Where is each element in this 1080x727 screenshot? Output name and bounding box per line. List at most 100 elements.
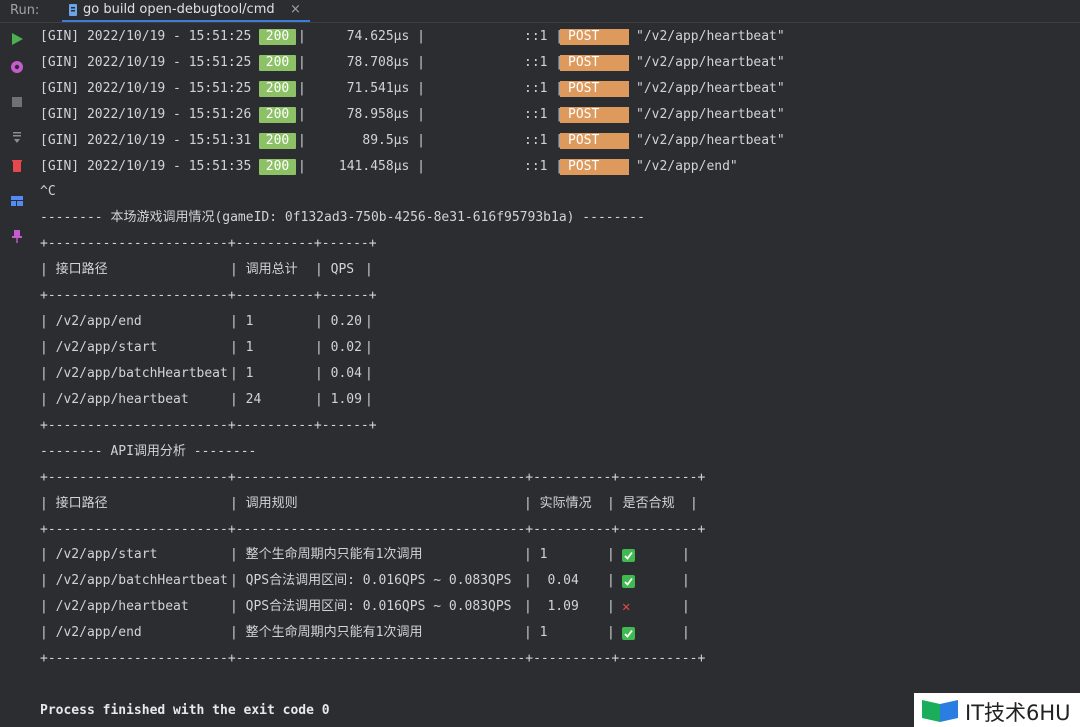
watermark: IT技术6HU [914, 693, 1080, 727]
table-border: +-----------------------+----------+----… [40, 236, 377, 251]
row-separator: | [607, 573, 615, 588]
log-row: [GIN] 2022/10/19 - 15:51:25 |200|71.541µ… [40, 79, 800, 99]
log-path: "/v2/app/heartbeat" [636, 29, 785, 44]
row-total: | 1 [230, 366, 254, 381]
stop-icon[interactable] [9, 94, 25, 110]
row-actual: | 1.09 [524, 599, 579, 614]
log-client-ip: ::1 | [524, 107, 564, 122]
table-border: +-----------------------+---------------… [40, 470, 706, 485]
analysis-header: -------- API调用分析 -------- [40, 444, 257, 459]
row-total: | 1 [230, 340, 254, 355]
header-actual: | 实际情况 [524, 496, 592, 511]
table-row: | /v2/app/end| 整个生命周期内只能有1次调用| 1|| [40, 623, 740, 643]
log-row: [GIN] 2022/10/19 - 15:51:35 |200|141.458… [40, 157, 800, 177]
header-qps: | QPS [315, 262, 355, 277]
console-output: [GIN] 2022/10/19 - 15:51:25 |200|74.625µ… [40, 23, 1070, 727]
trash-icon[interactable] [9, 158, 25, 174]
row-rule: | QPS合法调用区间: 0.016QPS ~ 0.083QPS [230, 599, 512, 614]
cross-icon: ✕ [622, 599, 631, 615]
table-row: | /v2/app/start| 1| 0.02| [40, 338, 440, 358]
settings-icon[interactable] [9, 59, 25, 75]
pin-icon[interactable] [9, 228, 25, 244]
header-path: | 接口路径 [40, 262, 108, 277]
row-end: | [365, 366, 373, 381]
watermark-text: IT技术6HU [965, 701, 1071, 725]
row-path: | /v2/app/start [40, 340, 158, 355]
log-path: "/v2/app/end" [636, 159, 738, 174]
header-compliance: | 是否合规 [607, 496, 675, 511]
log-separator: | [298, 159, 306, 174]
row-path: | /v2/app/batchHeartbeat [40, 366, 228, 381]
run-label: Run: [10, 3, 40, 18]
header-end: | [365, 262, 373, 277]
table-header-row: | 接口路径 | 调用规则 | 实际情况 | 是否合规 | [40, 494, 740, 514]
log-path: "/v2/app/heartbeat" [636, 81, 785, 96]
row-rule: | 整个生命周期内只能有1次调用 [230, 625, 423, 640]
row-separator: | [607, 599, 615, 614]
row-end: | [365, 392, 373, 407]
row-end: | [365, 314, 373, 329]
summary-header: -------- 本场游戏调用情况(gameID: 0f132ad3-750b-… [40, 210, 645, 225]
log-prefix: [GIN] 2022/10/19 - 15:51:26 | [40, 107, 267, 122]
row-end: | [682, 573, 690, 588]
row-separator: | [607, 625, 615, 640]
method-badge: POST [560, 81, 629, 97]
table-row: | /v2/app/start| 整个生命周期内只能有1次调用| 1|| [40, 545, 740, 565]
run-toolbar: Run: go build open-debugtool/cmd × [0, 0, 1080, 23]
log-prefix: [GIN] 2022/10/19 - 15:51:25 | [40, 81, 267, 96]
log-separator: | [298, 107, 306, 122]
row-actual: | 1 [524, 625, 548, 640]
log-prefix: [GIN] 2022/10/19 - 15:51:25 | [40, 29, 267, 44]
log-separator: | [298, 29, 306, 44]
table-row: | /v2/app/heartbeat| 24| 1.09| [40, 390, 440, 410]
table-row: | /v2/app/end| 1| 0.20| [40, 312, 440, 332]
check-icon [622, 549, 635, 562]
table-border: +-----------------------+----------+----… [40, 418, 377, 433]
row-rule: | 整个生命周期内只能有1次调用 [230, 547, 423, 562]
status-badge: 200 [259, 107, 296, 123]
method-badge: POST [560, 107, 629, 123]
table-header-row: | 接口路径 | 调用总计 | QPS | [40, 260, 440, 280]
log-client-ip: ::1 | [524, 29, 564, 44]
row-end: | [682, 625, 690, 640]
header-path: | 接口路径 [40, 496, 108, 511]
scroll-to-end-icon[interactable] [9, 130, 25, 146]
row-path: | /v2/app/batchHeartbeat [40, 573, 228, 588]
layout-icon[interactable] [9, 193, 25, 209]
log-prefix: [GIN] 2022/10/19 - 15:51:35 | [40, 159, 267, 174]
status-badge: 200 [259, 133, 296, 149]
go-file-icon [69, 4, 77, 16]
row-total: | 1 [230, 314, 254, 329]
log-path: "/v2/app/heartbeat" [636, 55, 785, 70]
log-row: [GIN] 2022/10/19 - 15:51:26 |200|78.958µ… [40, 105, 800, 125]
table-border: +-----------------------+----------+----… [40, 288, 377, 303]
row-actual: | 1 [524, 547, 548, 562]
log-client-ip: ::1 | [524, 133, 564, 148]
row-total: | 24 [230, 392, 262, 407]
watermark-logo-icon [922, 700, 958, 722]
play-icon[interactable] [9, 31, 25, 47]
table-border: +-----------------------+---------------… [40, 522, 706, 537]
method-badge: POST [560, 29, 629, 45]
log-row: [GIN] 2022/10/19 - 15:51:25 |200|74.625µ… [40, 27, 800, 47]
row-separator: | [607, 547, 615, 562]
tab-title: go build open-debugtool/cmd [83, 2, 275, 17]
close-icon[interactable]: × [290, 2, 301, 17]
row-qps: | 0.02 [315, 340, 362, 355]
row-qps: | 1.09 [315, 392, 362, 407]
method-badge: POST [560, 55, 629, 71]
check-icon [622, 575, 635, 588]
table-row: | /v2/app/heartbeat| QPS合法调用区间: 0.016QPS… [40, 597, 740, 617]
table-row: | /v2/app/batchHeartbeat| QPS合法调用区间: 0.0… [40, 571, 740, 591]
row-end: | [682, 547, 690, 562]
row-rule: | QPS合法调用区间: 0.016QPS ~ 0.083QPS [230, 573, 512, 588]
log-latency: 89.5µs | [362, 133, 425, 148]
tab-run-config[interactable]: go build open-debugtool/cmd × [62, 0, 310, 22]
interrupt-line: ^C [40, 184, 56, 199]
log-path: "/v2/app/heartbeat" [636, 133, 785, 148]
log-latency: 71.541µs | [346, 81, 425, 96]
log-client-ip: ::1 | [524, 55, 564, 70]
log-prefix: [GIN] 2022/10/19 - 15:51:25 | [40, 55, 267, 70]
log-row: [GIN] 2022/10/19 - 15:51:25 |200|78.708µ… [40, 53, 800, 73]
log-latency: 74.625µs | [346, 29, 425, 44]
